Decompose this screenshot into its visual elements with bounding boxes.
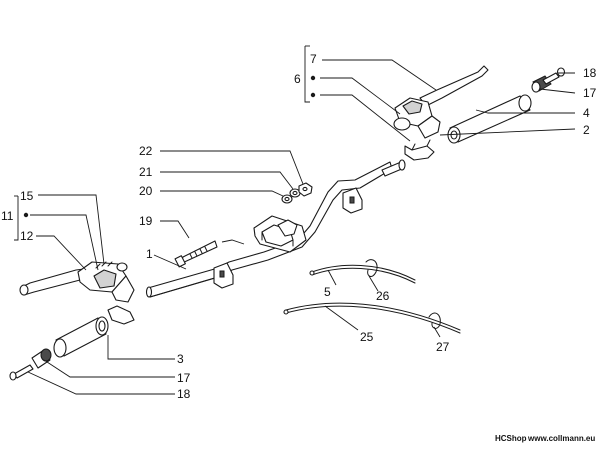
callout-labels: 7 6 18 17 4 2 22 21 20 19 1 15 11 12 3 1… <box>1 52 597 401</box>
callout-18-top: 18 <box>583 66 597 80</box>
callout-27: 27 <box>436 340 450 354</box>
clip-part-27 <box>428 312 441 329</box>
handlebar-right-clamp-bracket <box>342 187 363 214</box>
handlebar-left-clamp-bracket <box>213 262 234 289</box>
right-lever-assembly <box>393 65 489 161</box>
callout-26: 26 <box>376 289 390 303</box>
callout-20: 20 <box>139 184 153 198</box>
washer-part-20 <box>281 194 293 204</box>
cable-part-25 <box>283 302 461 334</box>
left-lever-assembly <box>19 261 135 325</box>
callout-2: 2 <box>583 123 590 137</box>
callout-7: 7 <box>310 52 317 66</box>
footer-shop: HCShop <box>495 434 527 443</box>
end-weight-part-17-left <box>31 348 52 369</box>
callout-21: 21 <box>139 165 153 179</box>
callout-1: 1 <box>146 247 153 261</box>
callout-17-top: 17 <box>583 86 597 100</box>
callout-5: 5 <box>324 285 331 299</box>
grip-left-part-3 <box>53 316 109 358</box>
callout-19: 19 <box>139 214 153 228</box>
callout-22: 22 <box>139 144 153 158</box>
callout-6: 6 <box>294 72 301 86</box>
callout-25: 25 <box>360 330 374 344</box>
bolt-part-19 <box>174 240 218 268</box>
callout-18-bottom: 18 <box>177 387 191 401</box>
leader-lines <box>14 45 576 395</box>
bullet-dot <box>310 92 316 98</box>
callout-3: 3 <box>177 352 184 366</box>
callout-12: 12 <box>20 229 34 243</box>
bullet-dot <box>310 75 316 81</box>
end-screw-part-18-right <box>542 67 566 85</box>
cable-part-5 <box>309 264 416 284</box>
nut-part-22 <box>298 182 313 197</box>
bullet-dot <box>23 212 29 218</box>
clip-part-26 <box>365 259 378 277</box>
callout-17-bottom: 17 <box>177 371 191 385</box>
grip-right-part-2 <box>447 94 532 144</box>
end-screw-part-18-left <box>9 364 34 381</box>
callout-11: 11 <box>1 209 14 223</box>
callout-15: 15 <box>20 189 34 203</box>
handlebar-center-mount-block <box>253 215 307 253</box>
callout-4: 4 <box>583 106 590 120</box>
footer-site: www.collmann.eu <box>527 434 595 443</box>
